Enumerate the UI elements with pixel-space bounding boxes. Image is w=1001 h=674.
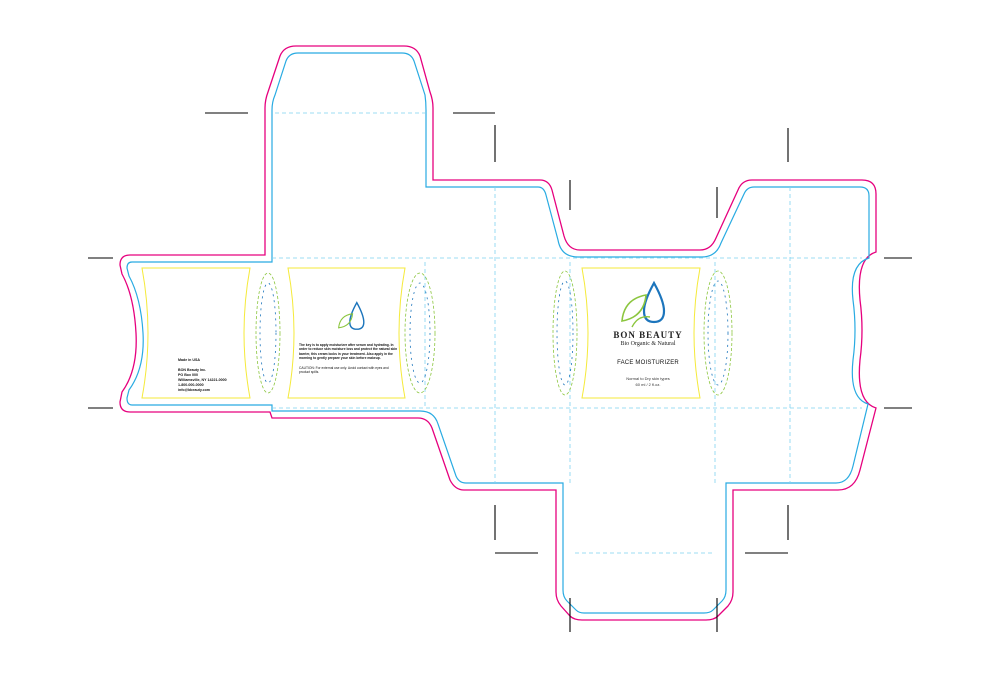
address-line: 1-800-000-0000: [178, 383, 204, 387]
fold-lines: [272, 112, 862, 554]
product-name: FACE MOISTURIZER: [617, 360, 679, 366]
back-panel-outline: [141, 267, 251, 399]
brand-logo: [621, 280, 666, 328]
skin-type: Normal to Dry skin types: [626, 376, 670, 381]
back-panel-text: Made in USA BON Beauty Inc. PO Box 000 W…: [178, 358, 248, 393]
brand-logo-small: [338, 301, 365, 330]
usage-description: The key is to apply moisturizer after se…: [299, 343, 398, 361]
front-panel-text: BON BEAUTY Bio Organic & Natural FACE MO…: [590, 330, 706, 387]
caution-note: CAUTION: For external use only. Avoid co…: [299, 365, 389, 375]
inner-bleed-line: [126, 52, 870, 614]
crop-marks: [88, 112, 912, 632]
address-line: info@bbeauty.com: [178, 388, 210, 392]
volume: 60 ml / 2 fl.oz.: [635, 382, 661, 387]
address-line: Williamsville, NY 14221-0000: [178, 378, 227, 382]
outer-cut-line: [119, 45, 877, 621]
floral-patterns: [255, 270, 733, 396]
description-panel-text: The key is to apply moisturizer after se…: [299, 343, 399, 374]
address-line: PO Box 000: [178, 373, 198, 377]
made-in-label: Made in USA: [178, 358, 200, 362]
front-panel-outline: [581, 267, 701, 399]
brand-name: BON BEAUTY: [613, 330, 683, 340]
address-line: BON Beauty Inc.: [178, 368, 207, 372]
print-panels: [141, 267, 701, 399]
brand-tagline: Bio Organic & Natural: [620, 341, 676, 347]
description-panel-outline: [287, 267, 406, 399]
